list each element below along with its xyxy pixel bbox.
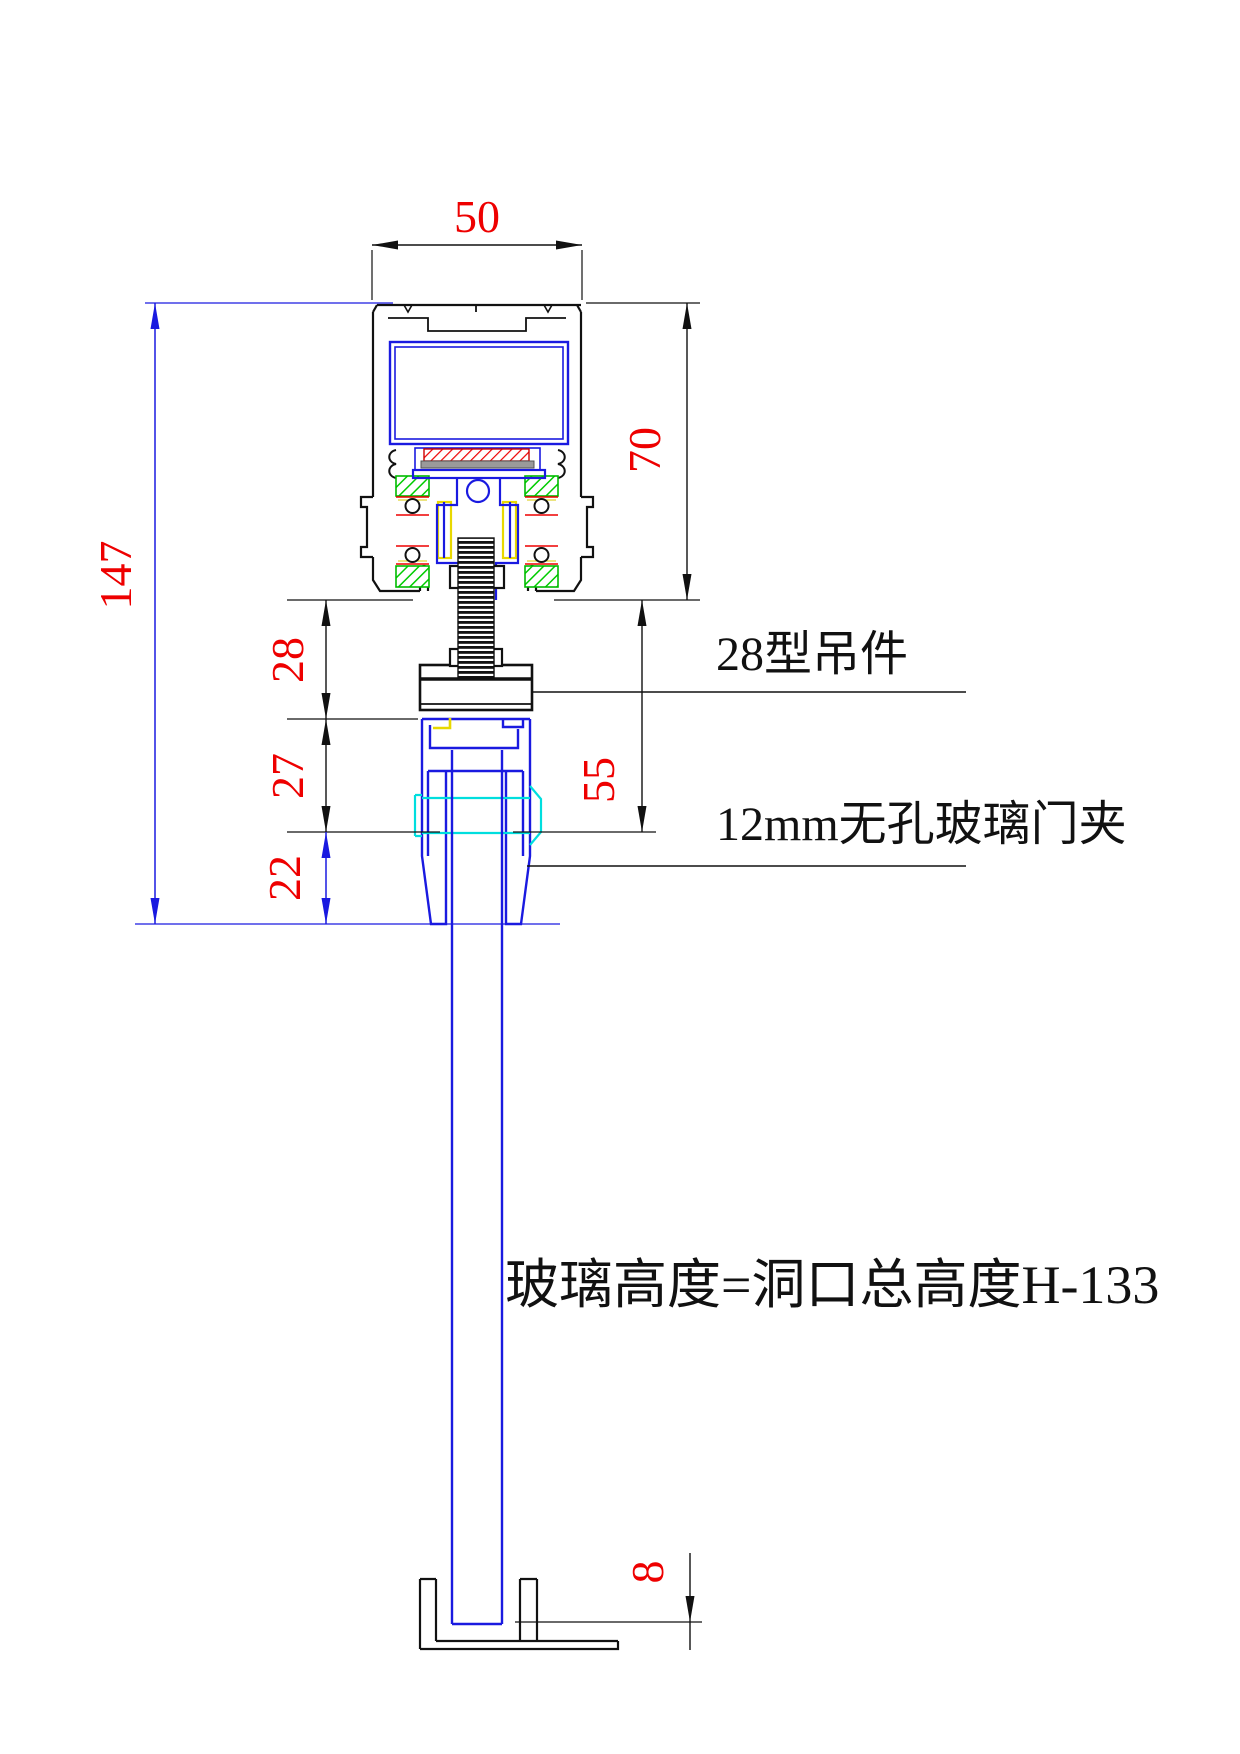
label-glass-clamp: 12mm无孔玻璃门夹 bbox=[527, 798, 1127, 867]
dimension-8: 8 bbox=[515, 1553, 702, 1650]
bearing-ball bbox=[533, 498, 550, 514]
label-glass-clamp-text: 12mm无孔玻璃门夹 bbox=[716, 798, 1127, 851]
dimension-147: 147 bbox=[90, 302, 560, 925]
hanger-block bbox=[418, 663, 534, 712]
gray-rail-bar bbox=[420, 460, 535, 469]
track-chamber bbox=[388, 340, 570, 446]
left-roller-wheel bbox=[395, 475, 430, 588]
dimension-55: 55 bbox=[513, 599, 700, 833]
dim-147-value: 147 bbox=[90, 541, 141, 610]
dimension-22: 22 bbox=[259, 832, 331, 924]
right-roller-wheel bbox=[524, 475, 559, 588]
dim-28-value: 28 bbox=[262, 637, 313, 683]
dim-8-value: 8 bbox=[622, 1561, 673, 1584]
dim-70-value: 70 bbox=[619, 427, 670, 473]
formula-text: 玻璃高度=洞口总高度H-133 bbox=[505, 1255, 1159, 1315]
dim-55-value: 55 bbox=[573, 757, 624, 803]
dim-50-value: 50 bbox=[454, 191, 500, 242]
dimension-50: 50 bbox=[371, 191, 583, 300]
label-hanger-text: 28型吊件 bbox=[716, 628, 908, 681]
bearing-ball bbox=[404, 547, 421, 563]
bearing-ball bbox=[404, 498, 421, 514]
dimension-28: 28 bbox=[262, 599, 418, 720]
glass-clamp bbox=[420, 717, 532, 926]
floor-guide bbox=[418, 1577, 620, 1651]
clamp-screw bbox=[413, 785, 543, 846]
gasket-assembly bbox=[414, 447, 541, 471]
threaded-rod bbox=[448, 537, 506, 679]
bearing-ball bbox=[533, 547, 550, 563]
red-gasket-strip bbox=[423, 448, 530, 462]
clamp-yellow-mark bbox=[433, 718, 452, 730]
dim-22-value: 22 bbox=[259, 855, 310, 901]
dimension-27: 27 bbox=[262, 719, 440, 833]
label-hanger: 28型吊件 bbox=[532, 628, 966, 693]
glass-panel bbox=[450, 750, 504, 1626]
dim-27-value: 27 bbox=[262, 753, 313, 799]
dimension-70: 70 bbox=[586, 302, 700, 600]
